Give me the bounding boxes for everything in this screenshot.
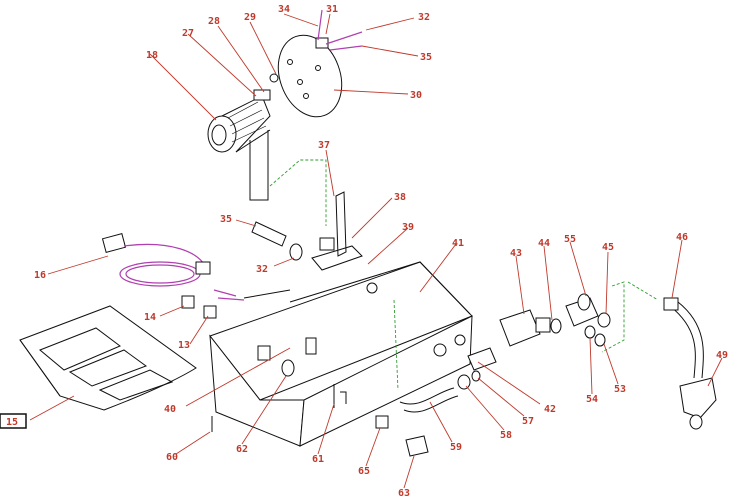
label-part-62: 62 xyxy=(236,444,248,455)
label-part-32-mid: 32 xyxy=(256,264,268,275)
label-part-35: 35 xyxy=(220,214,232,225)
label-part-53: 53 xyxy=(614,384,626,395)
label-part-55: 55 xyxy=(564,234,576,245)
label-part-44: 44 xyxy=(538,238,550,249)
label-part-45: 45 xyxy=(602,242,614,253)
label-part-31: 31 xyxy=(326,4,338,15)
guard-grill xyxy=(19,305,197,411)
clip-13 xyxy=(203,305,217,319)
label-part-61: 61 xyxy=(312,454,324,465)
label-part-27: 27 xyxy=(182,28,194,39)
label-part-28: 28 xyxy=(208,16,220,27)
label-part-54: 54 xyxy=(586,394,598,405)
label-part-33: 34 xyxy=(278,4,290,15)
label-part-40: 40 xyxy=(164,404,176,415)
label-part-60: 60 xyxy=(166,452,178,463)
label-part-30: 30 xyxy=(410,90,422,101)
clip-14 xyxy=(181,295,195,309)
electrode-bracket xyxy=(251,191,363,271)
cropped-callout-box xyxy=(0,413,27,429)
label-part-49: 49 xyxy=(716,350,728,361)
gas-fittings xyxy=(281,347,497,413)
label-part-32-top: 32 xyxy=(418,12,430,23)
power-cord xyxy=(101,233,291,301)
label-part-41: 41 xyxy=(452,238,464,249)
leader-lines xyxy=(29,13,723,489)
gas-valve-assembly xyxy=(499,293,611,347)
label-part-63: 63 xyxy=(398,488,410,499)
label-part-14: 14 xyxy=(144,312,156,323)
label-part-46: 46 xyxy=(676,232,688,243)
burner-tube xyxy=(207,89,271,201)
label-part-15: 15 xyxy=(6,417,18,428)
label-part-65: 65 xyxy=(358,466,370,477)
regulator-hose xyxy=(663,297,717,430)
label-part-43: 43 xyxy=(510,248,522,259)
main-housing xyxy=(209,261,473,447)
part-labels: 18 27 28 29 34 31 32 35 30 37 38 35 39 3… xyxy=(6,4,728,499)
label-part-16: 16 xyxy=(34,270,46,281)
label-part-58: 58 xyxy=(500,430,512,441)
burner-disc xyxy=(269,9,363,118)
label-part-18: 18 xyxy=(146,50,158,61)
label-part-37: 37 xyxy=(318,140,330,151)
grommet-63 xyxy=(405,435,429,457)
label-part-38: 38 xyxy=(394,192,406,203)
clip-65 xyxy=(375,415,389,429)
label-part-57: 57 xyxy=(522,416,534,427)
label-part-59: 59 xyxy=(450,442,462,453)
label-part-29: 29 xyxy=(244,12,256,23)
label-part-34: 35 xyxy=(420,52,432,63)
label-part-39: 39 xyxy=(402,222,414,233)
label-part-13: 13 xyxy=(178,340,190,351)
label-part-42: 42 xyxy=(544,404,556,415)
